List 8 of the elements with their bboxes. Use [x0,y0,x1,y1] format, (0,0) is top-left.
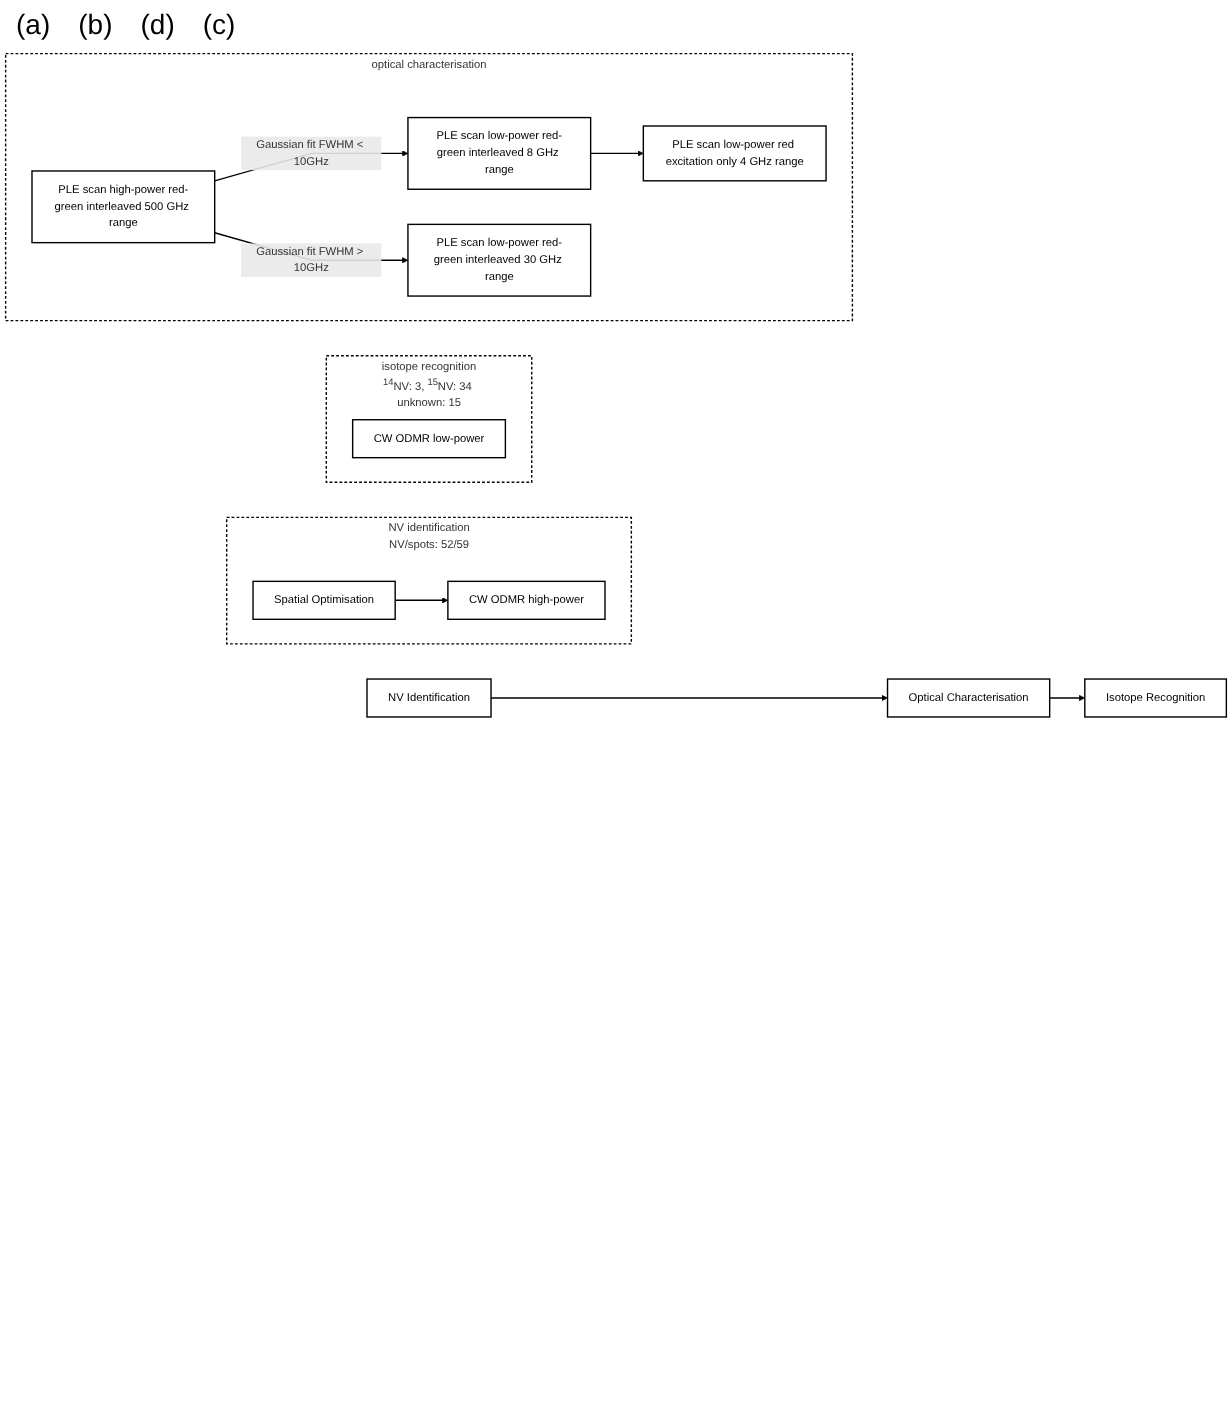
panel-label: (c) [202,8,236,40]
arrow [589,150,644,157]
arrow [1048,694,1086,702]
panel-label: (d) [140,8,175,40]
panel-label: (a) [16,8,51,40]
panel-label: (b) [78,8,113,40]
arrow [394,597,449,604]
arrow [490,694,888,702]
